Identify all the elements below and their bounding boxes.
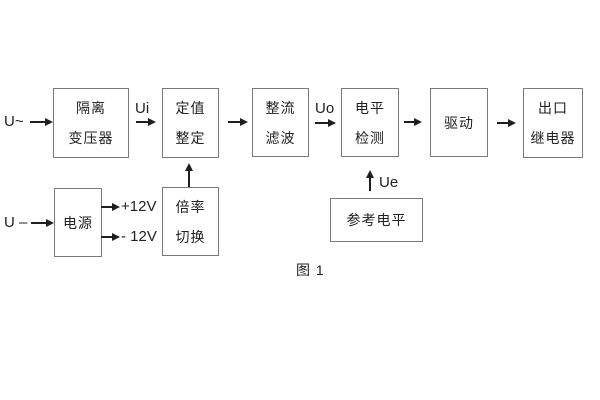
arrow-ratio-to-setting-icon: [185, 163, 193, 187]
block-output-relay-label-line2: 继电器: [530, 130, 576, 146]
block-ratio-switch: 倍率 切换: [162, 187, 219, 256]
block-isolation-transformer-label-line1: 隔离: [76, 100, 106, 116]
arrow-driver-to-relay-icon: [497, 119, 516, 127]
block-setting-adjustment-label-line2: 整定: [175, 130, 206, 146]
arrow-reference-to-level-icon: [366, 170, 374, 191]
arrow-dc-input-icon: [31, 219, 54, 227]
block-power-supply-label: 电源: [63, 214, 93, 231]
signal-ue-label: Ue: [379, 174, 399, 191]
block-rectifier-filter: 整流 滤波: [252, 88, 309, 157]
block-driver: 驱动: [430, 88, 488, 157]
block-level-detection-label-line2: 检测: [355, 129, 385, 146]
block-output-relay-label-line1: 出口: [538, 100, 568, 116]
rail-positive-12v-label: +12V: [121, 198, 157, 215]
input-dc-label: U –: [4, 214, 28, 231]
block-isolation-transformer-label-line2: 变压器: [68, 130, 114, 146]
block-driver-label: 驱动: [444, 114, 474, 131]
block-level-detection: 电平 检测: [341, 88, 399, 157]
block-isolation-transformer: 隔离 变压器: [53, 88, 129, 158]
block-setting-adjustment-label-line1: 定值: [175, 100, 206, 116]
block-rectifier-filter-label-line1: 整流: [265, 99, 296, 116]
arrow-setting-to-rectifier-icon: [228, 118, 248, 126]
block-ratio-switch-label-line1: 倍率: [175, 198, 206, 215]
block-ratio-switch-label-line2: 切换: [175, 228, 206, 245]
rail-negative-12v-label: - 12V: [121, 228, 157, 245]
arrow-level-to-driver-icon: [404, 118, 422, 126]
block-power-supply: 电源: [54, 188, 102, 257]
arrow-isolation-to-setting-icon: [136, 118, 156, 126]
arrow-ac-input-icon: [30, 118, 53, 126]
signal-ui-label: Ui: [135, 100, 150, 117]
block-reference-level-label: 参考电平: [346, 212, 407, 228]
block-reference-level: 参考电平: [330, 198, 423, 242]
block-setting-adjustment: 定值 整定: [162, 88, 219, 158]
signal-uo-label: Uo: [315, 100, 335, 117]
block-rectifier-filter-label-line2: 滤波: [265, 129, 296, 146]
block-output-relay: 出口 继电器: [523, 88, 583, 158]
block-level-detection-label-line1: 电平: [355, 99, 385, 116]
arrow-negative-rail-icon: [101, 233, 120, 241]
arrow-positive-rail-icon: [101, 203, 120, 211]
figure-caption: 图 1: [296, 262, 325, 278]
arrow-rectifier-to-level-icon: [315, 119, 336, 127]
input-ac-label: U~: [4, 113, 24, 130]
